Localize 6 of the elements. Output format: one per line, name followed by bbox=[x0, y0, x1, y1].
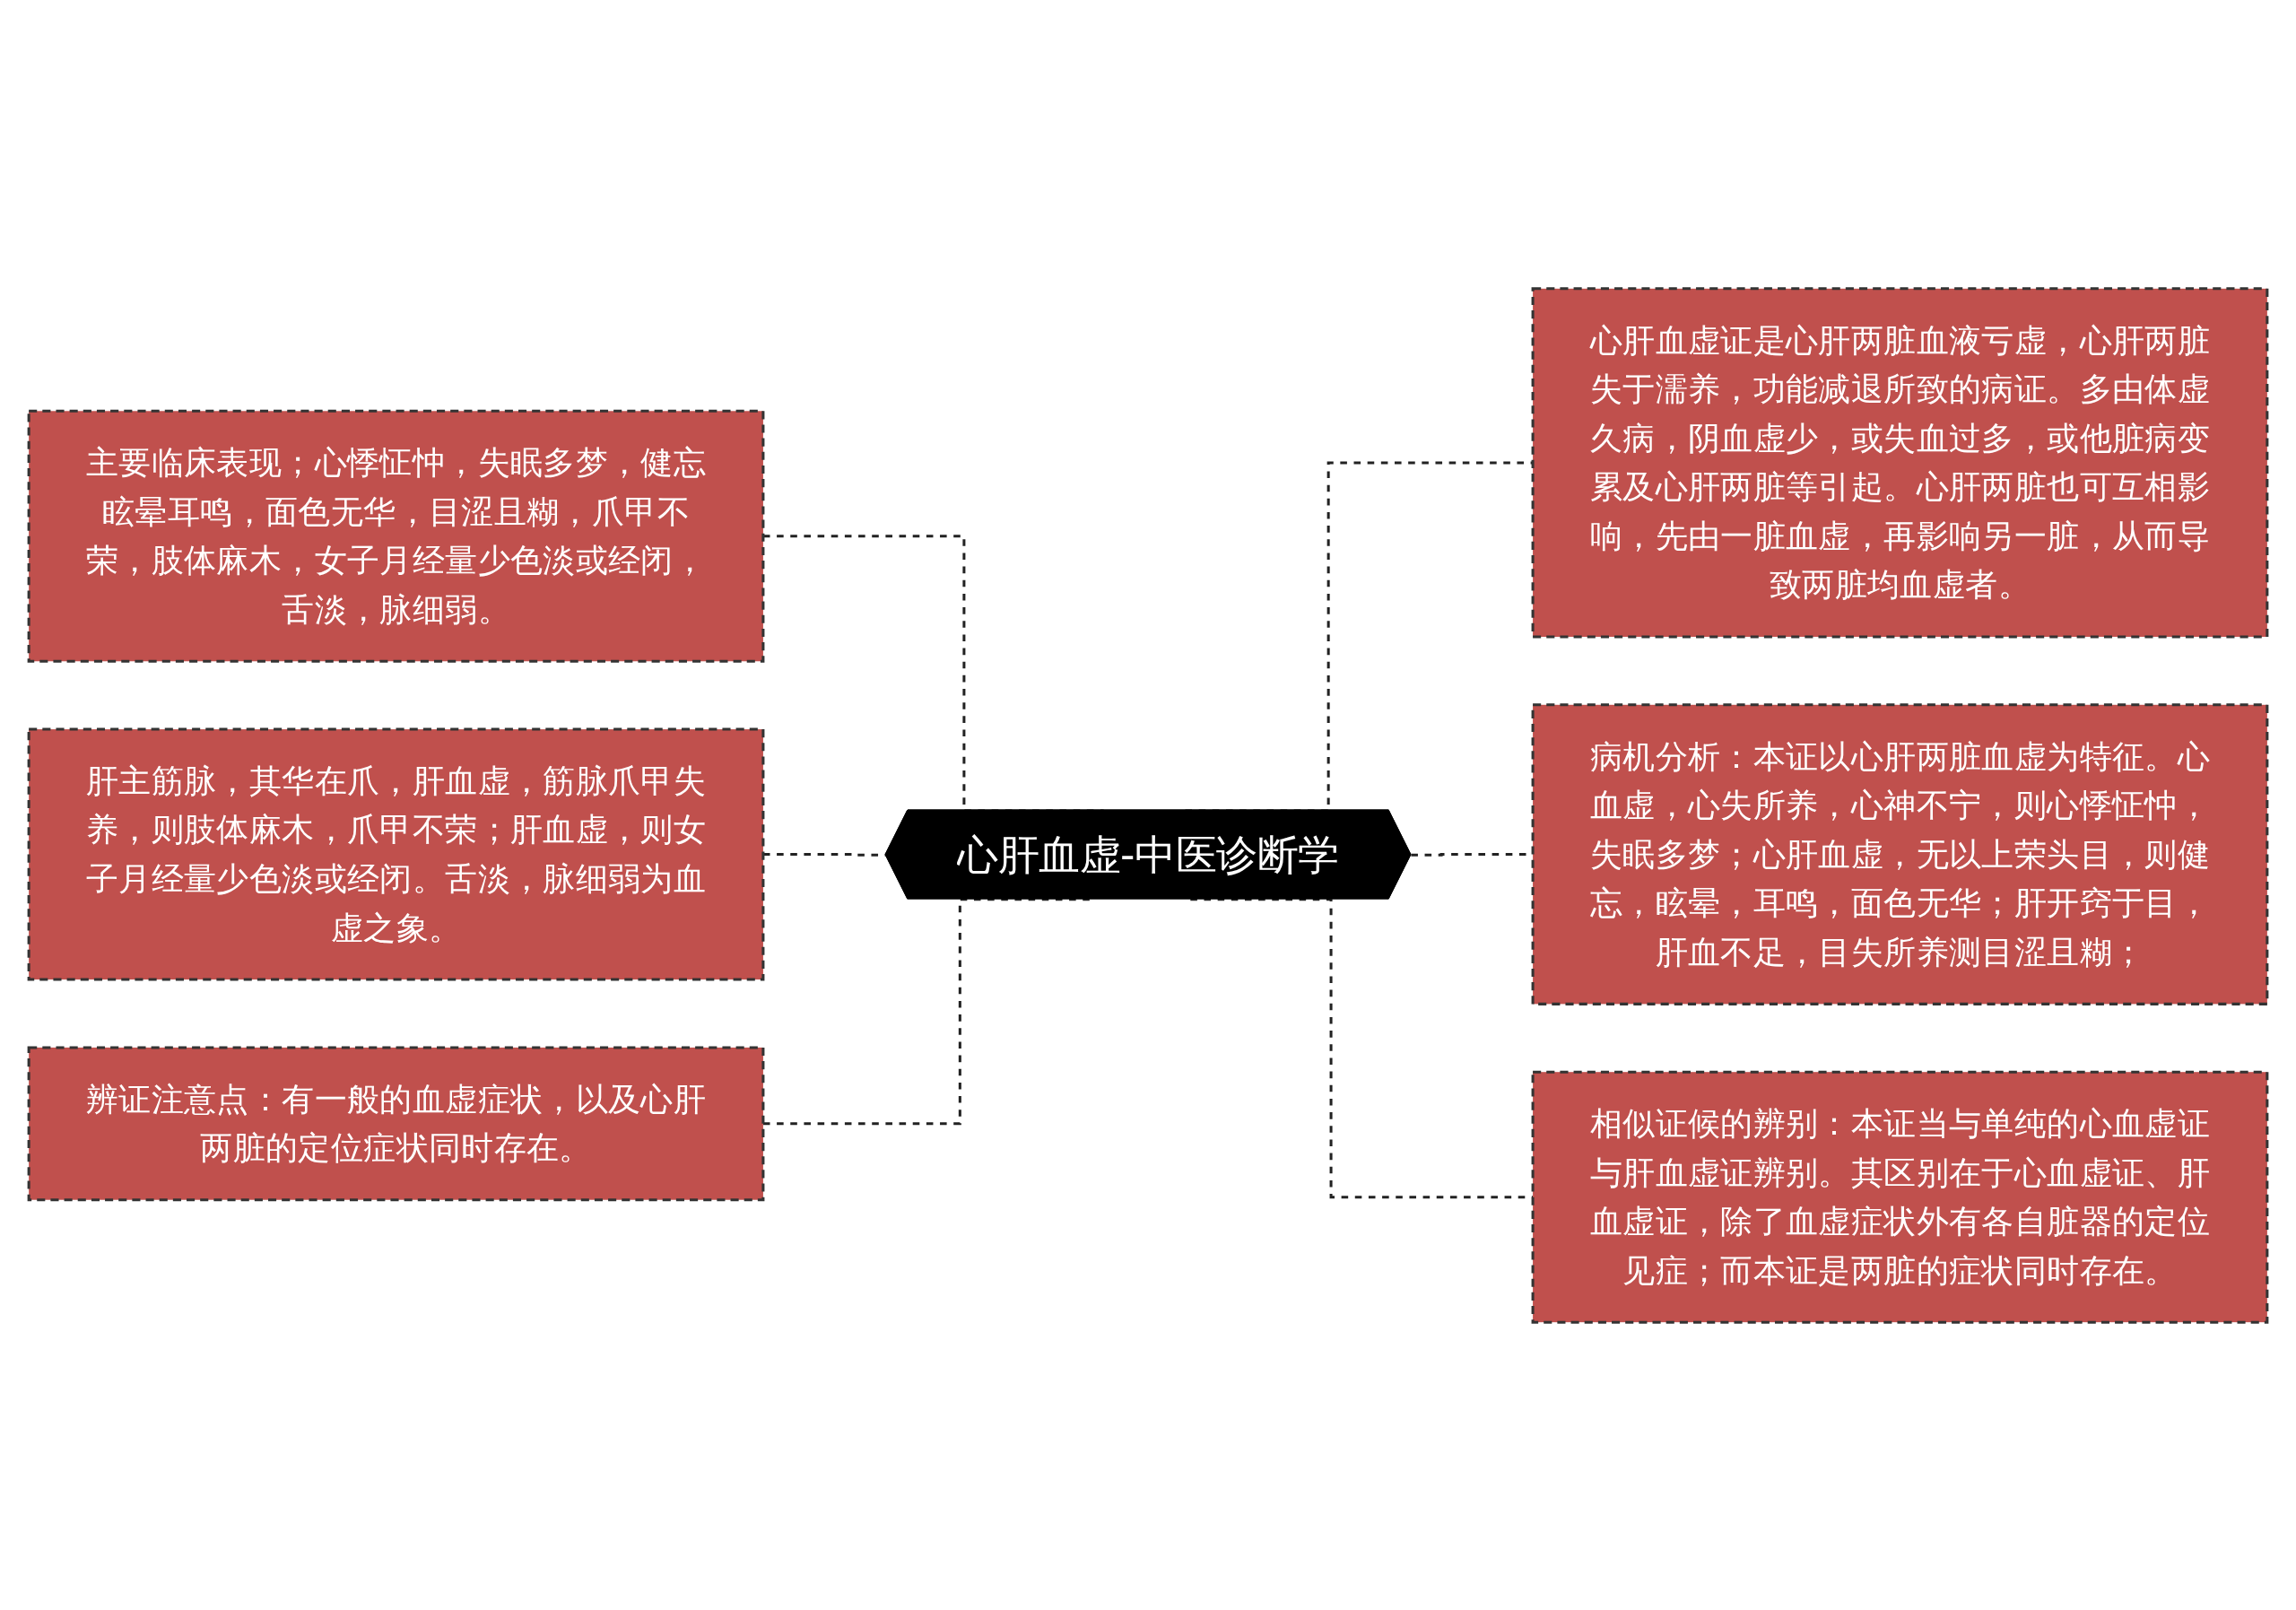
node-box: 肝主筋脉，其华在爪，肝血虚，筋脉爪甲失养，则肢体麻木，爪甲不荣；肝血虚，则女子月经量少色淡或经闭。舌淡，脉细弱为血虚之象。 bbox=[27, 727, 765, 981]
node-box: 主要临床表现；心悸怔忡，失眠多梦，健忘眩晕耳鸣，面色无华，目涩且糊，爪甲不荣，肢体麻木，女子月经量少色淡或经闭，舌淡，脉细弱。 bbox=[27, 409, 765, 663]
node-box: 病机分析：本证以心肝两脏血虚为特征。心血虚，心失所养，心神不宁，则心悸怔忡，失眠多梦；心肝血虚，无以上荣头目，则健忘，眩晕，耳鸣，面色无华；肝开窍于目，肝血不足，目失所养测目涩且糊； bbox=[1531, 702, 2269, 1005]
node-box: 相似证候的辨别：本证当与单纯的心血虚证与肝血虚证辨别。其区别在于心血虚证、肝血虚证，除了血虚症状外有各自脏器的定位见症；而本证是两脏的症状同时存在。 bbox=[1531, 1070, 2269, 1324]
node-box: 心肝血虚证是心肝两脏血液亏虚，心肝两脏失于濡养，功能减退所致的病证。多由体虚久病，阴血虚少，或失血过多，或他脏病变累及心肝两脏等引起。心肝两脏也可互相影响，先由一脏血虚，再影响另一脏，从而导致两脏均血虚者。 bbox=[1531, 286, 2269, 638]
node-box: 辨证注意点：有一般的血虚症状，以及心肝两脏的定位症状同时存在。 bbox=[27, 1045, 765, 1201]
